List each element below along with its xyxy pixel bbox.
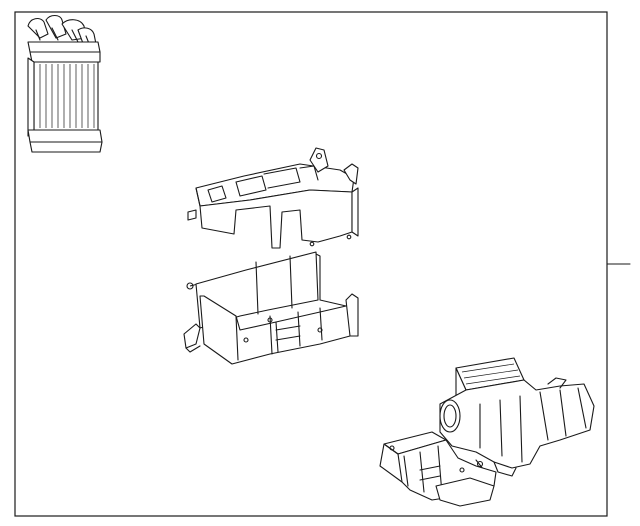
lower-heater-case[interactable] [183,251,359,365]
bracket-duct[interactable] [379,431,497,507]
upper-heater-case[interactable] [187,147,359,249]
blower-duct[interactable] [439,357,595,477]
heater-core[interactable] [27,14,103,153]
